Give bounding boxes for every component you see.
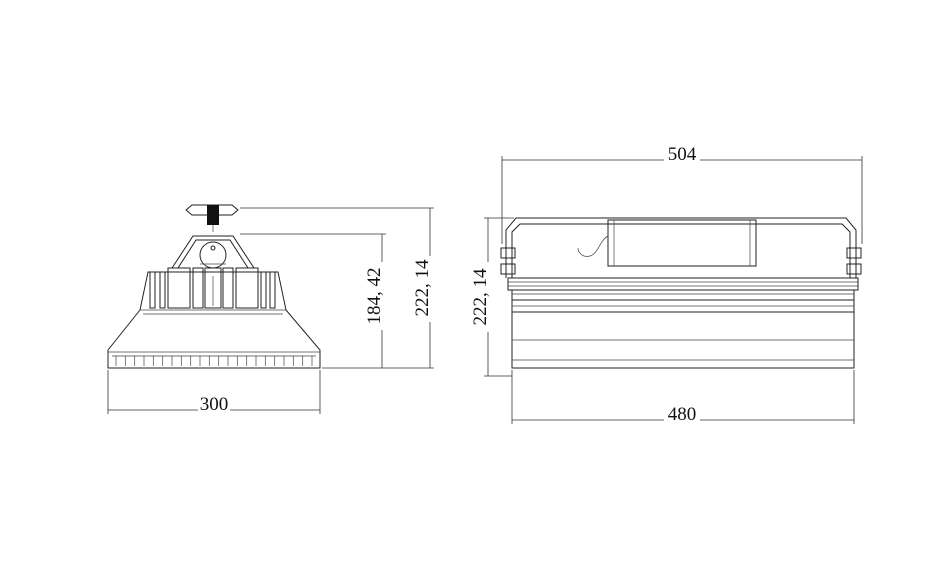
dimension-width-504: 504 <box>501 144 863 244</box>
dimension-width-480: 480 <box>511 370 855 425</box>
bottom-width-label: 480 <box>668 404 697 425</box>
height-label: 222, 14 <box>470 268 491 326</box>
dimension-height-222-14-side: 222, 14 <box>240 207 434 369</box>
mounting-frame <box>500 217 862 278</box>
dimension-width-300: 300 <box>107 370 321 415</box>
heat-sink-slab <box>507 277 859 369</box>
dimension-height-184-42: 184, 42 <box>240 233 386 369</box>
side-view: 300 184, 42 222, 14 <box>107 204 434 415</box>
mounting-bracket <box>171 204 255 269</box>
reflector-body <box>107 309 321 369</box>
top-width-label: 504 <box>668 144 697 165</box>
front-view: 504 480 222, 14 <box>470 144 863 425</box>
width-label: 300 <box>200 394 229 415</box>
driver-box <box>577 219 757 267</box>
led-lens-row <box>115 356 313 366</box>
height-inner-label: 184, 42 <box>364 268 385 325</box>
heat-sink-fins <box>139 267 287 311</box>
dimension-height-222-14-front: 222, 14 <box>470 217 514 377</box>
height-outer-label: 222, 14 <box>412 259 433 317</box>
